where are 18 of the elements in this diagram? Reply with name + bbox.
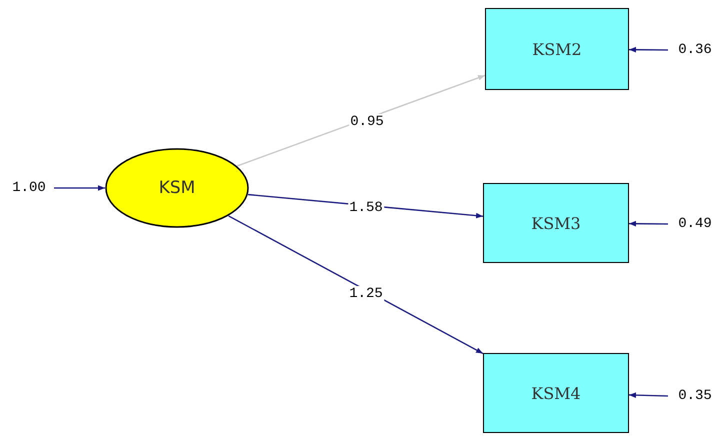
error-variance-label: 0.36 — [672, 40, 718, 60]
variable-name: KSM — [158, 178, 196, 198]
variable-name: KSM2 — [532, 40, 582, 58]
arrow — [54, 185, 105, 191]
observed-variable-box — [483, 183, 629, 263]
variable-name: KSM4 — [531, 384, 581, 402]
arrow — [228, 215, 484, 354]
observed-variable-box — [485, 8, 629, 90]
error-variance-label: 0.49 — [672, 214, 718, 234]
arrow — [629, 46, 668, 52]
arrow — [236, 74, 486, 167]
edge-label: 1.25 — [348, 286, 384, 302]
error-variance-label: 0.35 — [672, 386, 718, 406]
observed-variable-box — [483, 353, 629, 433]
arrow — [629, 220, 668, 227]
arrow — [628, 392, 668, 398]
variable-name: KSM3 — [531, 214, 581, 232]
error-variance-label: 1.00 — [8, 178, 50, 198]
